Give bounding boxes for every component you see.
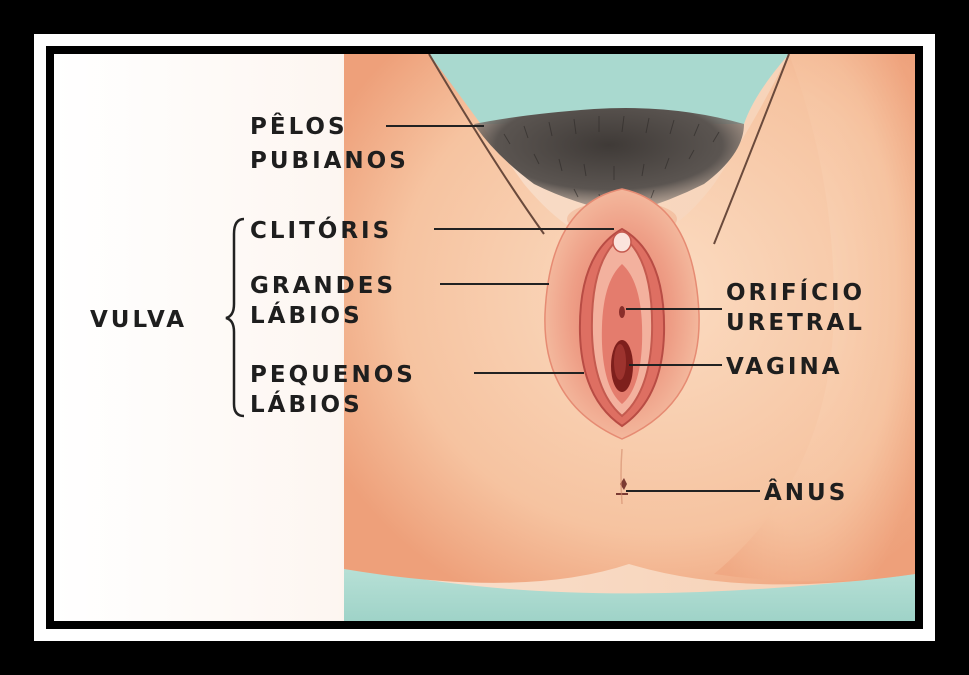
clitoris-shape	[613, 232, 631, 252]
label-grandes-line2: LÁBIOS	[250, 301, 363, 329]
anatomy-illustration: PÊLOS PUBIANOS CLITÓRIS GRANDES LÁBIOS V…	[54, 54, 915, 621]
label-anus: ÂNUS	[764, 478, 848, 506]
label-vagina: VAGINA	[726, 354, 843, 380]
label-pequenos-line1: PEQUENOS	[250, 362, 416, 388]
urethral-opening-shape	[619, 306, 625, 318]
label-vulva: VULVA	[90, 307, 187, 333]
label-pelos-line2: PUBIANOS	[250, 148, 409, 174]
label-clitoris: CLITÓRIS	[250, 216, 392, 244]
label-orificio-line1: ORIFÍCIO	[726, 278, 865, 306]
vaginal-opening-highlight	[614, 344, 626, 380]
label-orificio-line2: URETRAL	[726, 310, 865, 336]
label-pequenos-line2: LÁBIOS	[250, 390, 363, 418]
label-grandes-line1: GRANDES	[250, 273, 396, 299]
label-pelos-line1: PÊLOS	[250, 112, 348, 140]
